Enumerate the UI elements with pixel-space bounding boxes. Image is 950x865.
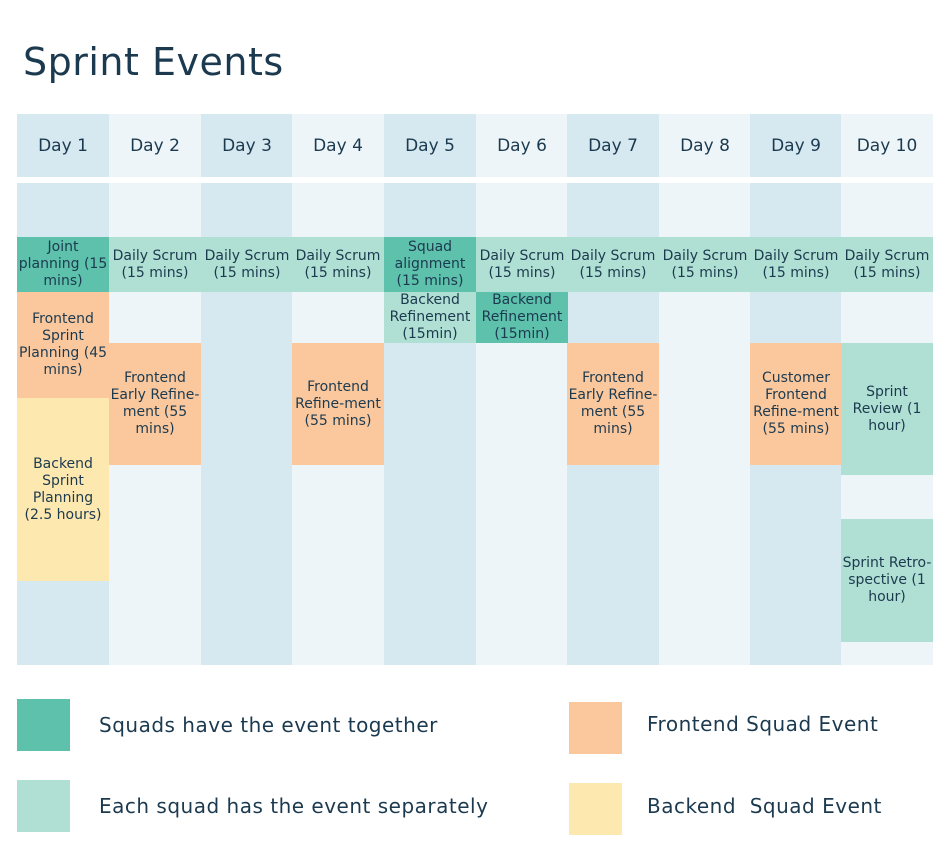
day-8-header: Day 8 [659,114,751,177]
day-5-header: Day 5 [384,114,476,177]
day-9-header: Day 9 [750,114,842,177]
day-3-header: Day 3 [201,114,293,177]
event-daily-scrum-day9: Daily Scrum (15 mins) [750,237,842,292]
event-customer-frontend-refinement: Customer Frontend Refine-ment (55 mins) [750,343,842,465]
page-title: Sprint Events [23,40,284,84]
event-backend-refinement-day6: Backend Refinement (15min) [476,292,568,343]
legend-label-separate: Each squad has the event separately [99,794,489,818]
legend-label-backend: Backend Squad Event [647,794,882,818]
event-daily-scrum-day8: Daily Scrum (15 mins) [659,237,751,292]
event-daily-scrum-day7: Daily Scrum (15 mins) [567,237,659,292]
event-daily-scrum-day3: Daily Scrum (15 mins) [201,237,293,292]
event-joint-planning: Joint planning (15 mins) [17,237,109,292]
event-sprint-retrospective: Sprint Retro-spective (1 hour) [841,519,933,642]
legend-label-together: Squads have the event together [99,713,438,737]
event-frontend-refinement-day4: Frontend Refine-ment (55 mins) [292,343,384,465]
event-sprint-review: Sprint Review (1 hour) [841,343,933,475]
event-frontend-early-refinement-day2: Frontend Early Refine-ment (55 mins) [109,343,201,465]
legend-label-frontend: Frontend Squad Event [647,712,879,736]
event-backend-sprint-planning: Backend Sprint Planning (2.5 hours) [17,398,109,581]
day-1-header: Day 1 [17,114,109,177]
event-squad-alignment: Squad alignment (15 mins) [384,237,476,292]
event-daily-scrum-day6: Daily Scrum (15 mins) [476,237,568,292]
event-frontend-early-refinement-day7: Frontend Early Refine-ment (55 mins) [567,343,659,465]
day-7-header: Day 7 [567,114,659,177]
day-4-header: Day 4 [292,114,384,177]
day-6-header: Day 6 [476,114,568,177]
legend-swatch-separate [17,780,70,832]
event-daily-scrum-day10: Daily Scrum (15 mins) [841,237,933,292]
legend-swatch-backend [569,783,622,835]
event-daily-scrum-day2: Daily Scrum (15 mins) [109,237,201,292]
legend-swatch-together [17,699,70,751]
event-frontend-sprint-planning: Frontend Sprint Planning (45 mins) [17,292,109,398]
event-daily-scrum-day4: Daily Scrum (15 mins) [292,237,384,292]
day-10-header: Day 10 [841,114,933,177]
event-backend-refinement-day5: Backend Refinement (15min) [384,292,476,343]
day-2-header: Day 2 [109,114,201,177]
legend-swatch-frontend [569,702,622,754]
